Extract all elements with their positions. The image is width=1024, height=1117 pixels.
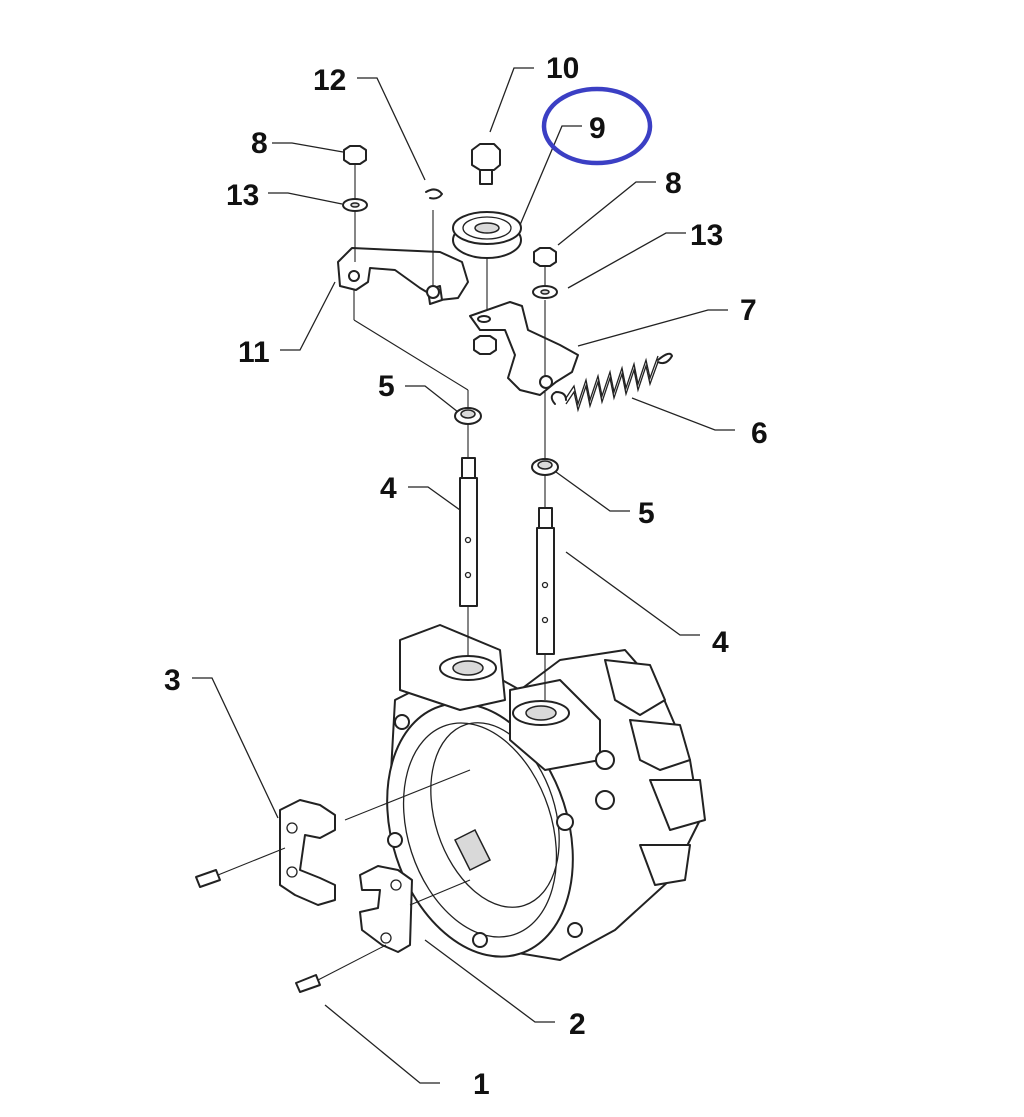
callout-6: 6: [751, 417, 768, 450]
lever-right: [469, 301, 579, 396]
bolt-right: [533, 247, 557, 286]
bolt-left: [343, 145, 367, 198]
retaining-clip: [425, 188, 443, 200]
lever-left: [337, 210, 469, 408]
callout-8-left: 8: [251, 127, 268, 160]
selector-fork-upper: [279, 799, 336, 906]
callout-9: 9: [589, 112, 606, 145]
pulley: [452, 211, 522, 312]
callout-1: 1: [473, 1068, 490, 1101]
callout-13-left: 13: [226, 179, 259, 212]
callout-13-right: 13: [690, 219, 723, 252]
callout-2: 2: [569, 1008, 586, 1041]
housing: [386, 624, 706, 961]
callout-5-right: 5: [638, 497, 655, 530]
highlight-circle: [541, 86, 653, 166]
roll-pin-lower: [295, 944, 387, 993]
nut: [473, 335, 497, 355]
callout-12: 12: [313, 64, 346, 97]
callout-8-right: 8: [665, 167, 682, 200]
selector-fork-lower: [359, 865, 413, 953]
seal-left: [454, 407, 482, 458]
callout-7: 7: [740, 294, 757, 327]
washer-left: [342, 198, 368, 262]
bolt-center: [471, 143, 501, 185]
leader-lines: [192, 67, 735, 1084]
callout-4-right: 4: [712, 626, 729, 659]
spring: [550, 352, 673, 413]
callout-11: 11: [238, 336, 270, 369]
washer-right: [532, 285, 558, 299]
shaft-left: [459, 457, 478, 655]
callout-5-left: 5: [378, 370, 395, 403]
callout-10: 10: [546, 52, 579, 85]
seal-right: [531, 458, 559, 508]
callout-4-left: 4: [380, 472, 397, 505]
roll-pin-upper: [195, 847, 286, 888]
callout-3: 3: [164, 664, 181, 697]
shaft-right: [536, 507, 555, 700]
